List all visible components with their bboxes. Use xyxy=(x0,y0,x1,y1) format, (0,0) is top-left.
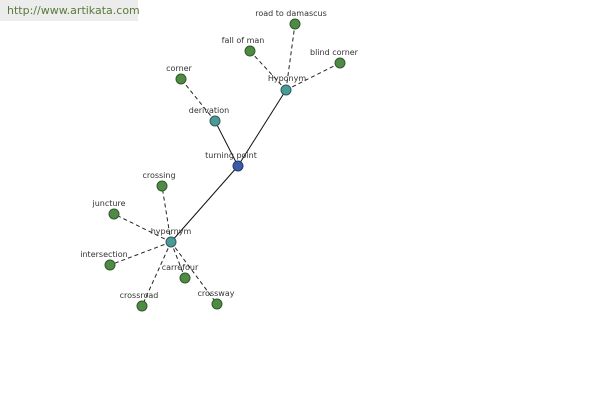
edge-turning-point-to-hyponym xyxy=(237,89,287,167)
edge-turning-point-to-derivation xyxy=(214,120,239,167)
edge-hypernym-to-intersection xyxy=(109,241,172,266)
node-label-crossroad: crossroad xyxy=(120,291,159,300)
edge-hypernym-to-crossway xyxy=(170,241,218,305)
node-label-crossing: crossing xyxy=(142,171,175,180)
node-corner[interactable] xyxy=(175,73,187,85)
labels-layer: turning point Hyponym derivation hypernym ro… xyxy=(80,9,358,300)
node-crossing[interactable] xyxy=(156,180,168,192)
node-turning-point[interactable] xyxy=(232,160,244,172)
edge-hyponym-to-fall-of-man xyxy=(249,50,287,91)
node-derivation[interactable] xyxy=(209,115,221,127)
edge-hypernym-to-juncture xyxy=(113,213,172,243)
node-label-crossway: crossway xyxy=(198,289,235,298)
node-crossroad[interactable] xyxy=(136,300,148,312)
node-road-to-damascus[interactable] xyxy=(289,18,301,30)
node-label-hypernym: hypernym xyxy=(151,227,192,236)
source-url-watermark: http://www.artikata.com xyxy=(0,0,140,21)
node-label-blind-corner: blind corner xyxy=(310,48,359,57)
edge-hypernym-to-carrefour xyxy=(170,241,186,279)
node-label-intersection: intersection xyxy=(80,250,127,259)
edge-turning-point-to-hypernym xyxy=(170,165,239,243)
node-label-juncture: juncture xyxy=(91,199,125,208)
edge-hypernym-to-crossing xyxy=(161,185,172,243)
node-fall-of-man[interactable] xyxy=(244,45,256,57)
node-label-hyponym: Hyponym xyxy=(268,74,307,83)
node-crossway[interactable] xyxy=(211,298,223,310)
nodes-layer xyxy=(104,18,346,312)
node-label-road-to-damascus: road to damascus xyxy=(255,9,327,18)
node-hypernym[interactable] xyxy=(165,236,177,248)
edges-layer xyxy=(109,23,341,307)
node-label-carrefour: carrefour xyxy=(162,263,199,272)
node-label-turning-point: turning point xyxy=(205,151,257,160)
node-hyponym[interactable] xyxy=(280,84,292,96)
node-label-fall-of-man: fall of man xyxy=(222,36,265,45)
node-carrefour[interactable] xyxy=(179,272,191,284)
node-label-corner: corner xyxy=(166,64,192,73)
node-label-derivation: derivation xyxy=(189,106,229,115)
edge-hyponym-to-blind-corner xyxy=(285,62,341,91)
node-juncture[interactable] xyxy=(108,208,120,220)
node-blind-corner[interactable] xyxy=(334,57,346,69)
edge-hypernym-to-crossroad xyxy=(141,241,172,307)
node-intersection[interactable] xyxy=(104,259,116,271)
edge-derivation-to-corner xyxy=(180,78,216,122)
